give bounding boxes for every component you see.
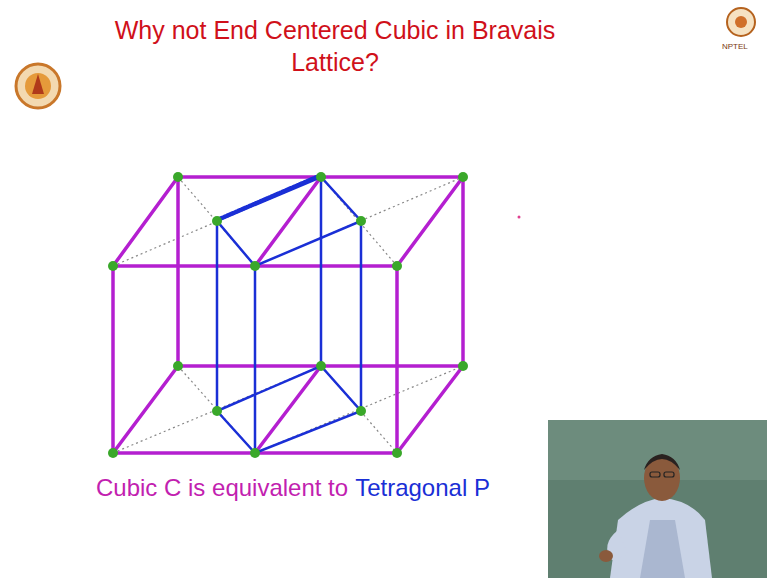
caption-tetragonal: Tetragonal P xyxy=(355,474,490,501)
lecturer-video xyxy=(548,420,767,578)
tetragonal-cell xyxy=(217,175,361,453)
nptel-logo xyxy=(727,8,755,36)
caption-row: Cubic C is equivalent to Tetragonal P xyxy=(96,474,490,502)
logo-text: NPTEL xyxy=(722,42,748,51)
cubic-cells xyxy=(113,177,463,453)
caption-cubic: Cubic C is equivalent to xyxy=(96,474,348,501)
institute-logo xyxy=(16,64,60,108)
slide-title: Why not End Centered Cubic in Bravais La… xyxy=(95,14,575,78)
stray-dot xyxy=(518,216,521,219)
lattice-points xyxy=(108,172,468,458)
face-diagonals xyxy=(113,177,463,453)
